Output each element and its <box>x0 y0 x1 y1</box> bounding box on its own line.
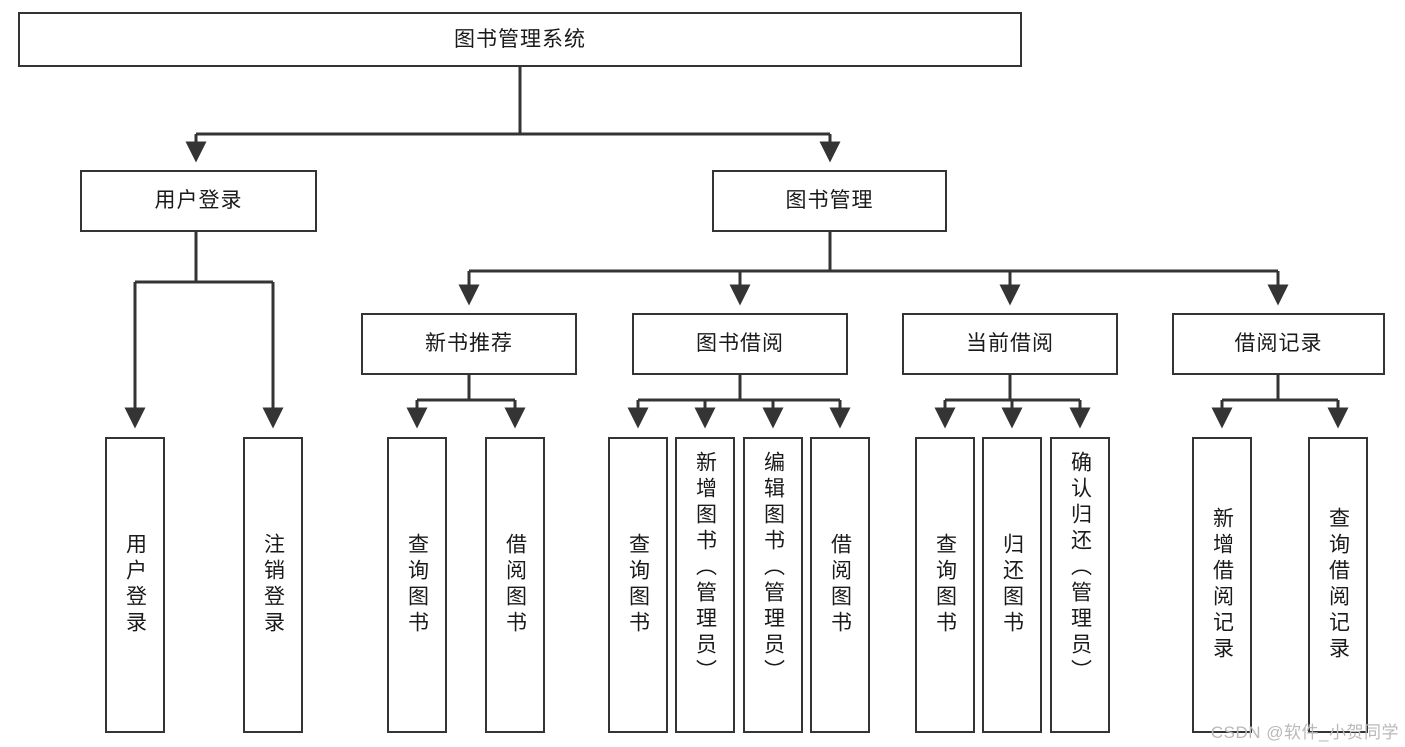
node-label: 编辑图书（管理员） <box>761 451 785 685</box>
node-label: 查询图书 <box>933 533 957 637</box>
node-label: 新书推荐 <box>425 332 513 356</box>
node-label: 当前借阅 <box>966 332 1054 356</box>
node-label: 查询图书 <box>626 533 650 637</box>
node-current-borrow[interactable]: 当前借阅 <box>902 313 1118 375</box>
leaf-borrow-book[interactable]: 借阅图书 <box>810 437 870 733</box>
leaf-confirm-return-admin[interactable]: 确认归还（管理员） <box>1050 437 1110 733</box>
leaf-query-borrow-record[interactable]: 查询借阅记录 <box>1308 437 1368 733</box>
node-label: 用户登录 <box>154 189 243 213</box>
node-label: 借阅图书 <box>503 533 527 637</box>
node-label: 借阅记录 <box>1234 332 1323 356</box>
node-borrow-record[interactable]: 借阅记录 <box>1172 313 1385 375</box>
leaf-query-book-borrow[interactable]: 查询图书 <box>608 437 668 733</box>
node-label: 图书借阅 <box>696 332 784 356</box>
node-label: 查询借阅记录 <box>1326 507 1350 663</box>
node-label: 新增图书（管理员） <box>693 451 717 685</box>
node-label: 借阅图书 <box>828 533 852 637</box>
node-label: 图书管理系统 <box>454 27 586 51</box>
node-book-management[interactable]: 图书管理 <box>712 170 947 232</box>
watermark-text: CSDN @软件_小贺同学 <box>1210 723 1399 742</box>
leaf-user-login[interactable]: 用户登录 <box>105 437 165 733</box>
node-book-borrow[interactable]: 图书借阅 <box>632 313 848 375</box>
node-new-book-recommend[interactable]: 新书推荐 <box>361 313 577 375</box>
node-label: 图书管理 <box>785 189 874 213</box>
node-label: 新增借阅记录 <box>1210 507 1234 663</box>
node-user-login[interactable]: 用户登录 <box>80 170 317 232</box>
leaf-add-book-admin[interactable]: 新增图书（管理员） <box>675 437 735 733</box>
leaf-edit-book-admin[interactable]: 编辑图书（管理员） <box>743 437 803 733</box>
node-label: 确认归还（管理员） <box>1068 451 1092 685</box>
node-label: 用户登录 <box>123 533 147 637</box>
node-label: 查询图书 <box>405 533 429 637</box>
leaf-query-book-recommend[interactable]: 查询图书 <box>387 437 447 733</box>
node-root-book-management-system[interactable]: 图书管理系统 <box>18 12 1022 67</box>
leaf-query-book-current[interactable]: 查询图书 <box>915 437 975 733</box>
leaf-return-book[interactable]: 归还图书 <box>982 437 1042 733</box>
leaf-add-borrow-record[interactable]: 新增借阅记录 <box>1192 437 1252 733</box>
node-label: 归还图书 <box>1000 533 1024 637</box>
leaf-borrow-book-recommend[interactable]: 借阅图书 <box>485 437 545 733</box>
leaf-logout[interactable]: 注销登录 <box>243 437 303 733</box>
node-label: 注销登录 <box>261 533 285 637</box>
